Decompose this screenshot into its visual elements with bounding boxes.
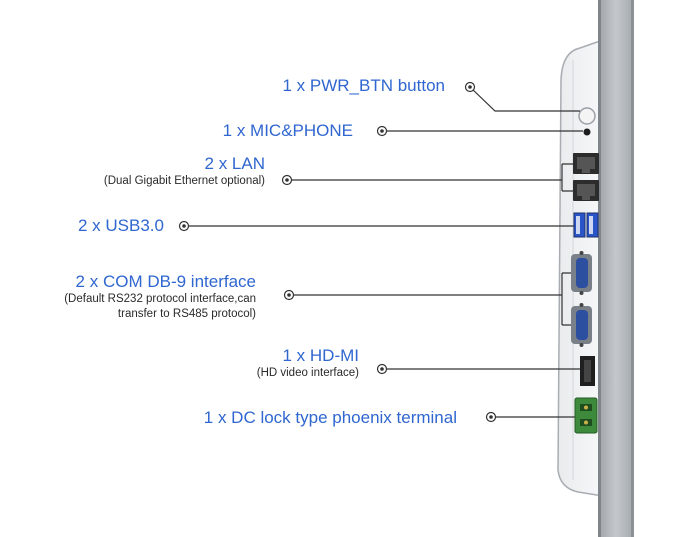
callout-title: 2 x USB3.0 (78, 216, 164, 235)
rj45-port-icon (573, 153, 599, 201)
callout-title: 1 x HD-MI (282, 346, 360, 365)
audio-jack-icon (583, 128, 591, 136)
callout-mic-phone: 1 x MIC&PHONE (223, 121, 353, 141)
front-bezel (598, 0, 634, 537)
db9-port-icon (571, 251, 592, 347)
phoenix-terminal-icon (574, 397, 598, 434)
callout-title: 1 x DC lock type phoenix terminal (203, 408, 457, 427)
power-button-icon (578, 107, 596, 125)
callout-usb: 2 x USB3.0 (78, 216, 164, 236)
callout-subtitle: (Default RS232 protocol interface,can (64, 293, 256, 305)
callout-title: 1 x MIC&PHONE (222, 121, 353, 140)
callout-hdmi: 1 x HD-MI (HD video interface) (257, 346, 359, 381)
callout-pwr-btn: 1 x PWR_BTN button (282, 76, 445, 96)
callout-title: 2 x COM DB-9 interface (75, 272, 256, 291)
callout-subtitle: (HD video interface) (256, 367, 359, 379)
callout-subtitle: transfer to RS485 protocol) (117, 308, 256, 320)
leader-lan (287, 163, 573, 192)
callout-title: 2 x LAN (204, 154, 265, 173)
callout-title: 1 x PWR_BTN button (282, 76, 445, 95)
bezel-edge-right (631, 0, 634, 537)
leader-dot-centers (182, 85, 493, 419)
callout-dc-terminal: 1 x DC lock type phoenix terminal (204, 408, 457, 428)
leader-com (289, 272, 571, 326)
hdmi-port-icon (580, 356, 595, 386)
usb3-port-icon (573, 212, 599, 238)
leader-lines (184, 86, 583, 418)
leader-pwr (469, 86, 580, 112)
callout-com: 2 x COM DB-9 interface (Default RS232 pr… (64, 272, 256, 322)
callout-subtitle: (Dual Gigabit Ethernet optional) (103, 175, 265, 187)
callout-lan: 2 x LAN (Dual Gigabit Ethernet optional) (104, 154, 265, 189)
bezel-edge (598, 0, 601, 537)
